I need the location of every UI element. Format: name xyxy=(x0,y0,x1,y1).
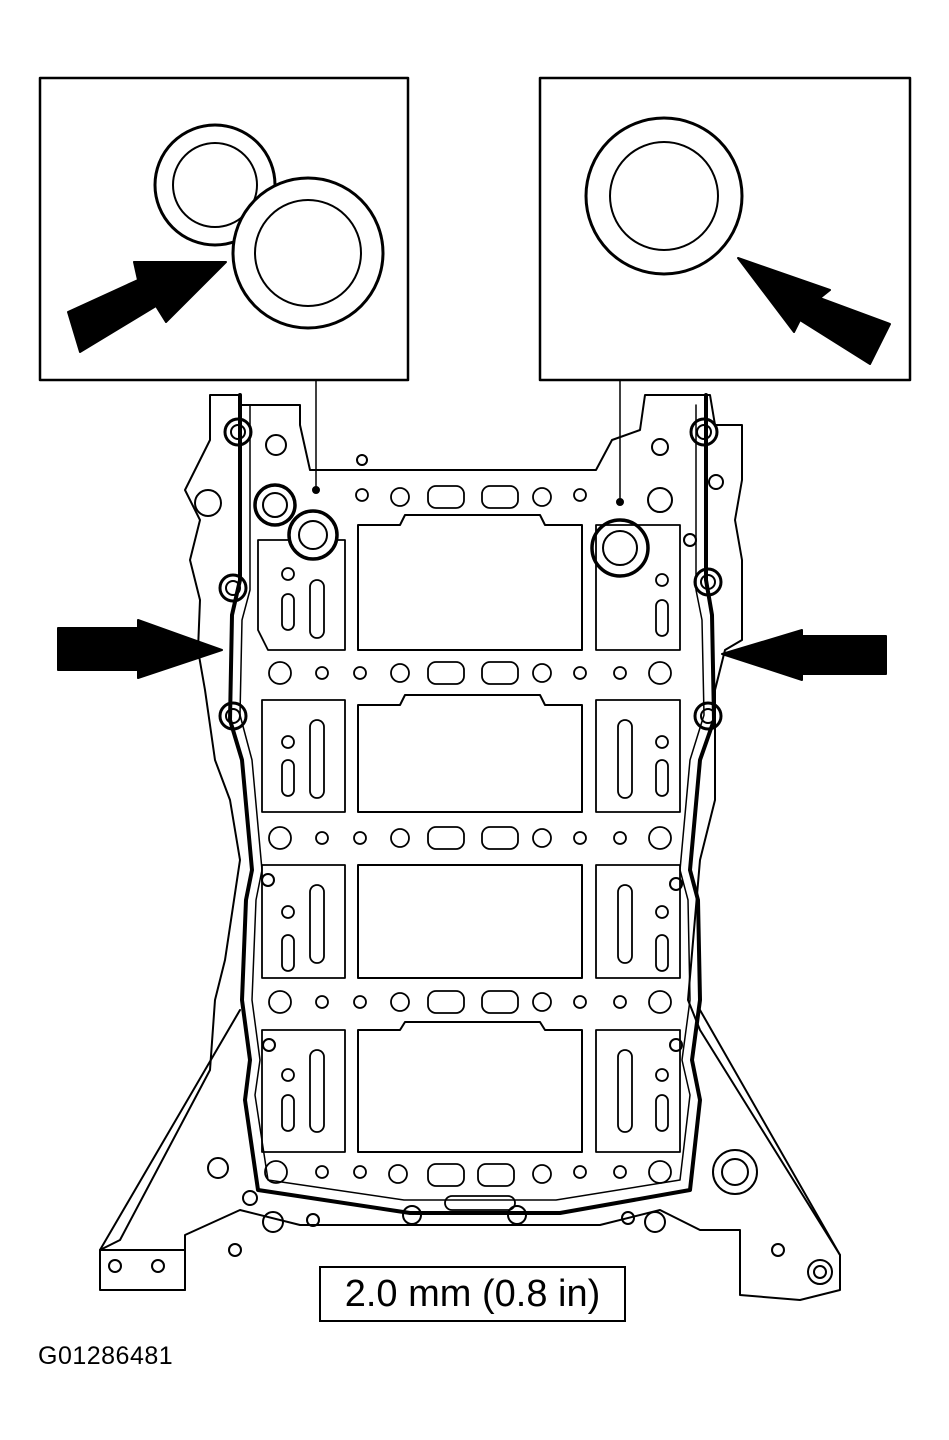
detail-box-left xyxy=(38,76,410,494)
web-holes xyxy=(264,485,672,1211)
arrow-icon xyxy=(67,261,227,353)
bead-width-label: 2.0 mm (0.8 in) xyxy=(319,1266,626,1322)
detail-box-right xyxy=(538,76,912,506)
cylinder-windows xyxy=(357,514,583,1153)
bolt-bosses xyxy=(108,417,833,1285)
figure-id: G01286481 xyxy=(38,1342,174,1370)
cylinder-block-outline xyxy=(99,393,841,1301)
arrow-icon xyxy=(737,257,891,365)
side-pockets xyxy=(257,524,681,1153)
arrow-icon xyxy=(57,619,223,679)
arrow-icon xyxy=(721,629,887,681)
